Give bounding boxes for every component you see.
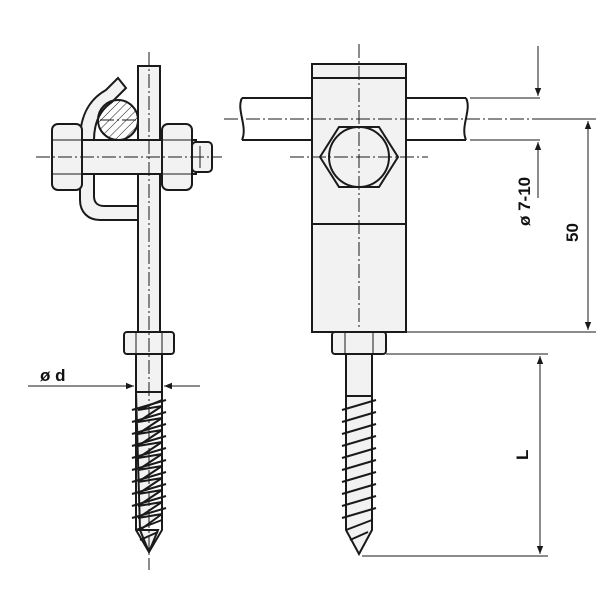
- front-screw-nut: [331, 331, 387, 355]
- front-screw-shank: [345, 353, 373, 397]
- clamp-height-label: 50: [563, 223, 582, 242]
- front-screw-thread: [341, 395, 377, 557]
- front-view: ø 7-10 50 L: [224, 44, 596, 557]
- shank-diameter-label: ø d: [40, 366, 66, 385]
- rod-diameter-label: ø 7-10: [515, 177, 534, 226]
- screw-length-label: L: [513, 450, 532, 460]
- horizontal-rod: [239, 97, 540, 141]
- side-view: ø d: [28, 52, 222, 570]
